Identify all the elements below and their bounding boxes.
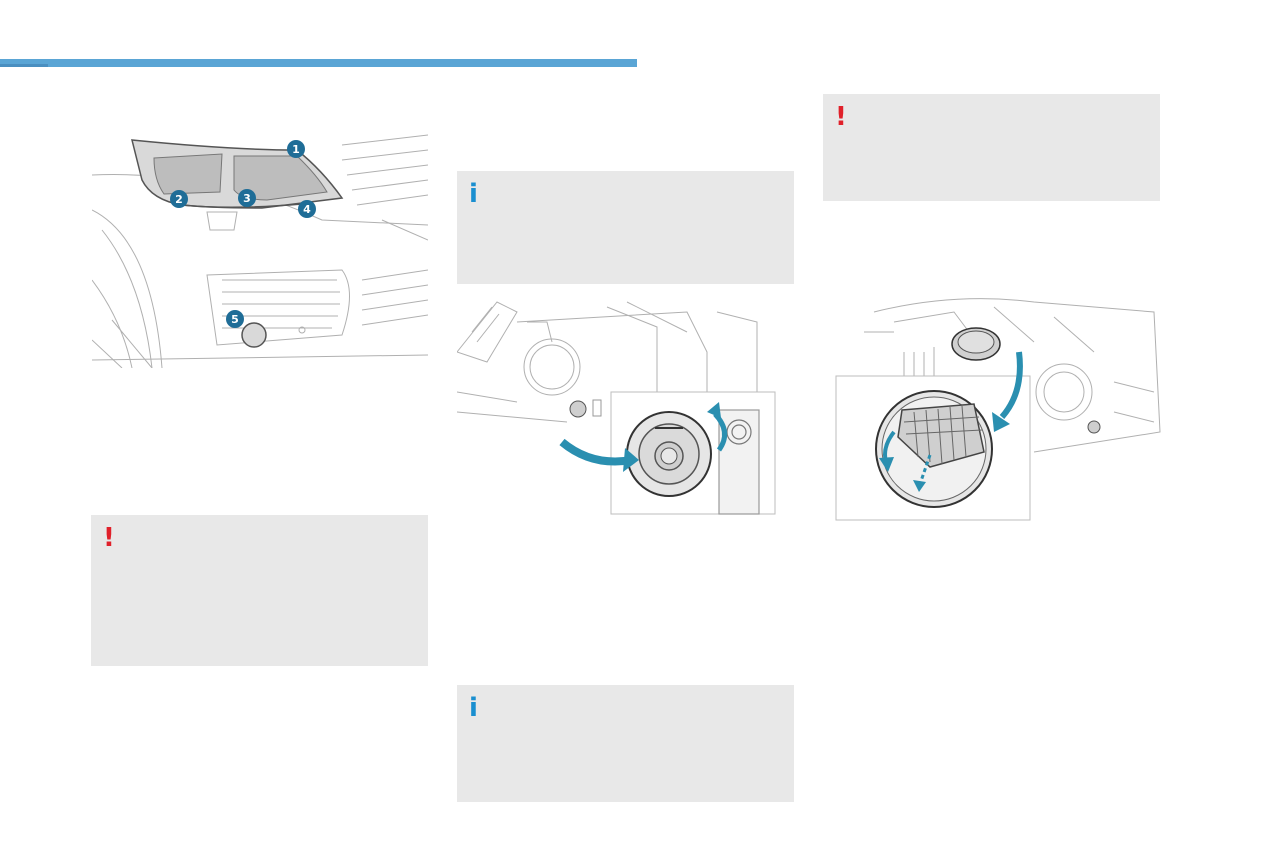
callout-2: 2 bbox=[170, 190, 188, 208]
front-lamps-illustration: 1 2 3 4 5 bbox=[92, 130, 428, 368]
callout-3: 3 bbox=[238, 189, 256, 207]
svg-text:5: 5 bbox=[231, 313, 239, 326]
header-accent-bar bbox=[0, 59, 637, 67]
svg-text:3: 3 bbox=[243, 192, 251, 205]
info-note-bottom: i bbox=[457, 685, 794, 802]
bulb-holder-rotation-illustration bbox=[457, 292, 777, 517]
info-note-top: i bbox=[457, 171, 794, 284]
warning-note-left: ! bbox=[91, 515, 428, 666]
callout-1: 1 bbox=[287, 140, 305, 158]
svg-text:2: 2 bbox=[175, 193, 183, 206]
svg-text:1: 1 bbox=[292, 143, 300, 156]
exclamation-icon: ! bbox=[103, 523, 115, 553]
info-icon: i bbox=[469, 693, 478, 723]
info-icon: i bbox=[469, 179, 478, 209]
header-accent-tab bbox=[0, 64, 48, 67]
svg-text:4: 4 bbox=[303, 203, 311, 216]
warning-note-right: ! bbox=[823, 94, 1160, 201]
exclamation-icon: ! bbox=[835, 102, 847, 132]
headlamp-cover-illustration bbox=[834, 292, 1162, 522]
callout-4: 4 bbox=[298, 200, 316, 218]
callout-5: 5 bbox=[226, 310, 244, 328]
